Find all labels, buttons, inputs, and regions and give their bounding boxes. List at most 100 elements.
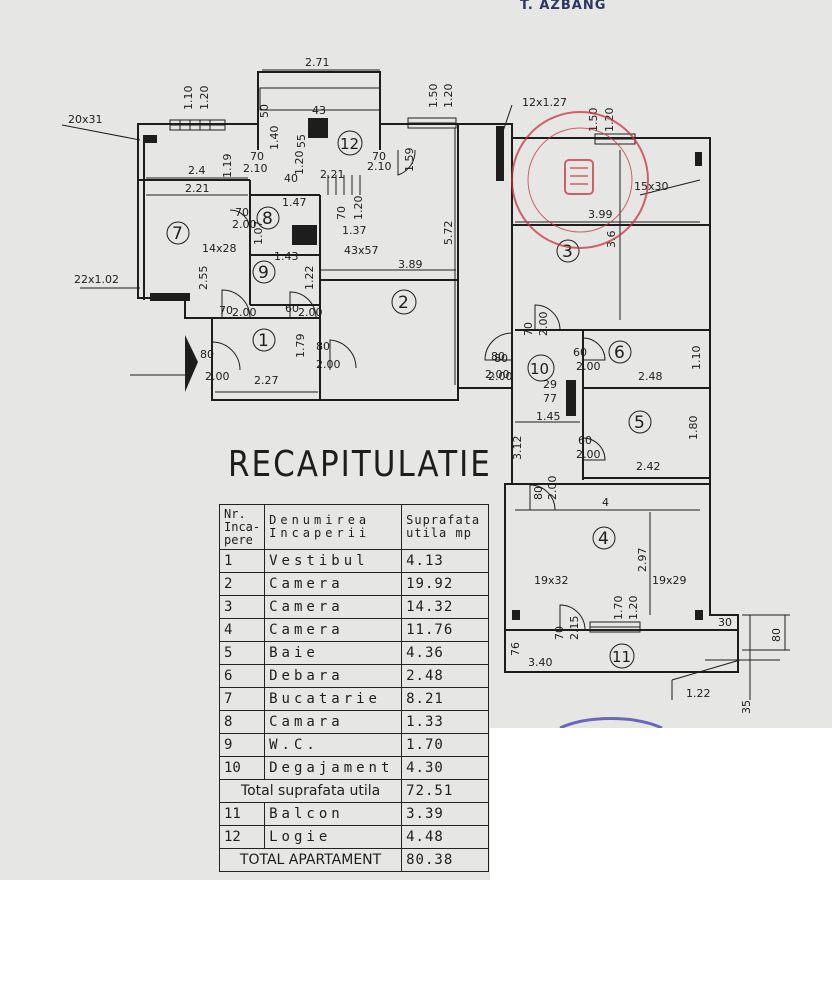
- room-area: 19.92: [401, 572, 490, 596]
- svg-text:2.00: 2.00: [488, 370, 513, 383]
- svg-text:2.00: 2.00: [546, 476, 559, 501]
- svg-text:3.89: 3.89: [398, 258, 423, 271]
- svg-text:2.00: 2.00: [485, 368, 510, 381]
- blue-stamp: [559, 717, 663, 730]
- corner-mark: T. AZBANG: [520, 0, 607, 13]
- svg-text:1.10: 1.10: [182, 86, 195, 111]
- svg-text:2.10: 2.10: [243, 162, 268, 175]
- svg-text:1.20: 1.20: [198, 86, 211, 111]
- room-4: 4: [598, 529, 609, 549]
- svg-text:70: 70: [553, 626, 566, 640]
- svg-text:40: 40: [284, 172, 298, 185]
- row-number: 1: [218, 549, 266, 573]
- room-name: Vestibul: [264, 549, 403, 573]
- room-1: 1: [258, 331, 269, 351]
- room-name: W.C.: [264, 733, 403, 757]
- outer-wall: [137, 71, 739, 673]
- svg-text:2.48: 2.48: [638, 370, 663, 383]
- room-name: Camara: [264, 710, 403, 734]
- svg-text:2.15: 2.15: [568, 616, 581, 641]
- svg-text:43: 43: [312, 104, 326, 117]
- room-5: 5: [634, 413, 645, 433]
- room-name: Camera: [264, 595, 403, 619]
- svg-text:2.00: 2.00: [537, 312, 550, 337]
- svg-text:2.21: 2.21: [320, 168, 345, 181]
- room-name: Camera: [264, 618, 403, 642]
- room-area: 3.39: [401, 802, 490, 826]
- floor-plan-sheet: T. AZBANG: [0, 0, 832, 880]
- row-number: 11: [218, 802, 266, 826]
- row-number: 3: [218, 595, 266, 619]
- svg-text:76: 76: [509, 642, 522, 656]
- svg-text:2.00: 2.00: [316, 358, 341, 371]
- svg-text:50: 50: [258, 104, 271, 118]
- room-area: 11.76: [401, 618, 490, 642]
- room-8: 8: [262, 209, 273, 229]
- svg-text:2.71: 2.71: [305, 56, 330, 69]
- svg-text:1.45: 1.45: [536, 410, 561, 423]
- room-name: Logie: [264, 825, 403, 849]
- room-area: 8.21: [401, 687, 490, 711]
- svg-text:3.99: 3.99: [588, 208, 613, 221]
- room-area: 4.36: [401, 641, 490, 665]
- svg-text:55: 55: [295, 134, 308, 148]
- svg-text:2.00: 2.00: [232, 218, 257, 231]
- room-area: 4.48: [401, 825, 490, 849]
- svg-text:3.40: 3.40: [528, 656, 553, 669]
- svg-text:1.07: 1.07: [252, 221, 265, 246]
- dimension-labels: 2.71 1.10 1.20 20x31 50 1.40 55 43 1.50 …: [68, 56, 783, 714]
- svg-text:80: 80: [200, 348, 214, 361]
- svg-text:2.97: 2.97: [636, 548, 649, 573]
- svg-text:30: 30: [718, 616, 732, 629]
- official-seal-stamp: [511, 111, 649, 249]
- svg-text:19x29: 19x29: [652, 574, 687, 587]
- blank-patch: [490, 728, 832, 880]
- room-area: 1.33: [401, 710, 490, 734]
- svg-text:1.79: 1.79: [294, 334, 307, 359]
- room-area: 2.48: [401, 664, 490, 688]
- row-number: 5: [218, 641, 266, 665]
- row-number: 6: [218, 664, 266, 688]
- svg-text:1.80: 1.80: [687, 416, 700, 441]
- svg-text:80: 80: [316, 340, 330, 353]
- room-name: Degajament: [264, 756, 403, 780]
- svg-text:70: 70: [235, 206, 249, 219]
- header-nr: Nr. Inca-pere: [218, 504, 266, 550]
- svg-text:29: 29: [543, 378, 557, 391]
- svg-text:1.37: 1.37: [342, 224, 367, 237]
- svg-text:70: 70: [522, 322, 535, 336]
- row-number: 2: [218, 572, 266, 596]
- svg-text:80: 80: [491, 350, 505, 363]
- room-12: 12: [340, 135, 359, 153]
- total-useful-label: Total suprafata utila: [218, 779, 403, 803]
- svg-text:1.43: 1.43: [274, 250, 299, 263]
- svg-text:70: 70: [219, 304, 233, 317]
- room-6: 6: [614, 343, 625, 363]
- row-number: 4: [218, 618, 266, 642]
- row-number: 9: [218, 733, 266, 757]
- room-name: Balcon: [264, 802, 403, 826]
- svg-text:2.00: 2.00: [576, 448, 601, 461]
- svg-text:22x1.02: 22x1.02: [74, 273, 119, 286]
- svg-text:1.20: 1.20: [627, 596, 640, 621]
- svg-text:60: 60: [573, 346, 587, 359]
- room-7: 7: [172, 224, 183, 244]
- svg-text:1.47: 1.47: [282, 196, 307, 209]
- svg-text:1.59: 1.59: [403, 148, 416, 173]
- room-name: Camera: [264, 572, 403, 596]
- svg-text:70: 70: [372, 150, 386, 163]
- room-name: Bucatarie: [264, 687, 403, 711]
- room-3: 3: [562, 242, 573, 262]
- svg-text:1.20: 1.20: [442, 84, 455, 109]
- row-number: 12: [218, 825, 266, 849]
- svg-text:80: 80: [532, 486, 545, 500]
- row-number: 10: [218, 756, 266, 780]
- svg-text:1.19: 1.19: [221, 154, 234, 179]
- svg-text:35: 35: [740, 700, 753, 714]
